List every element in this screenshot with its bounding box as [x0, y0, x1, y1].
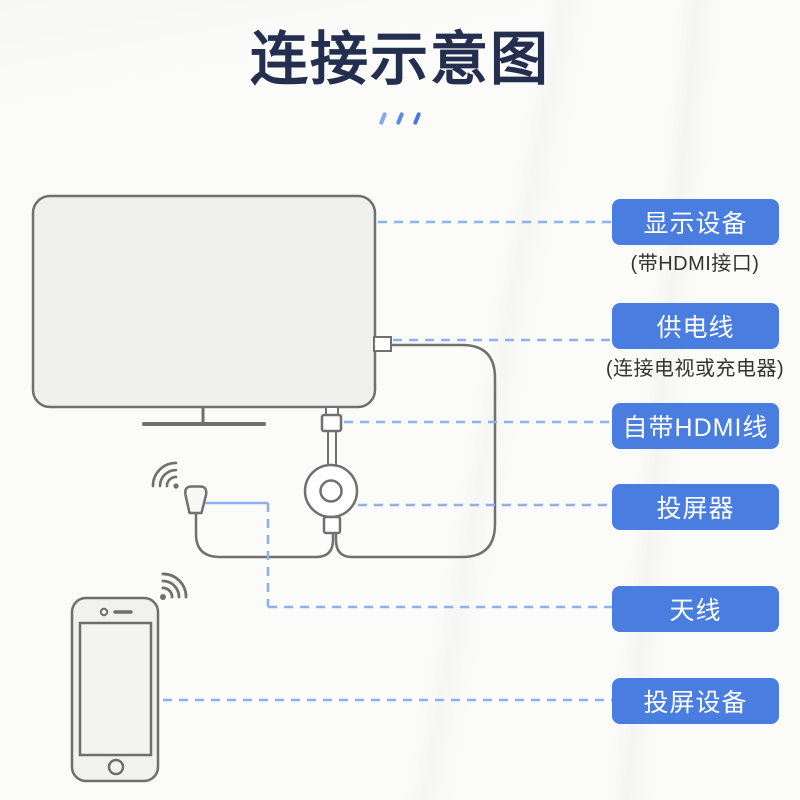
- label-cast-device: 投屏设备: [612, 678, 779, 724]
- label-dongle: 投屏器: [612, 484, 779, 530]
- phone-home-button-icon: [107, 758, 125, 776]
- wifi-signal-icon: [151, 461, 179, 489]
- phone-screen: [78, 621, 153, 757]
- power-cable: [334, 343, 497, 559]
- wifi-signal-icon: [160, 572, 188, 600]
- caption-display-device: (带HDMI接口): [630, 252, 760, 275]
- label-power-cable: 供电线: [612, 303, 779, 349]
- callout-lines: [163, 220, 612, 702]
- label-hdmi-cable: 自带HDMI线: [612, 403, 779, 449]
- label-display-device: 显示设备: [612, 199, 779, 245]
- antenna-icon: [184, 485, 208, 515]
- smartphone-icon: [70, 596, 160, 783]
- caption-power-cable: (连接电视或充电器): [605, 357, 785, 380]
- dongle-icon: [303, 463, 359, 535]
- tv-display-icon: [31, 194, 392, 426]
- phone-camera-icon: [99, 607, 109, 617]
- hdmi-plug-icon: [320, 406, 343, 466]
- antenna-cable: [194, 512, 335, 559]
- page-title: 连接示意图: [249, 27, 550, 92]
- power-port-icon: [373, 336, 392, 352]
- label-antenna: 天线: [612, 586, 779, 632]
- callout-line-antenna: [266, 503, 612, 609]
